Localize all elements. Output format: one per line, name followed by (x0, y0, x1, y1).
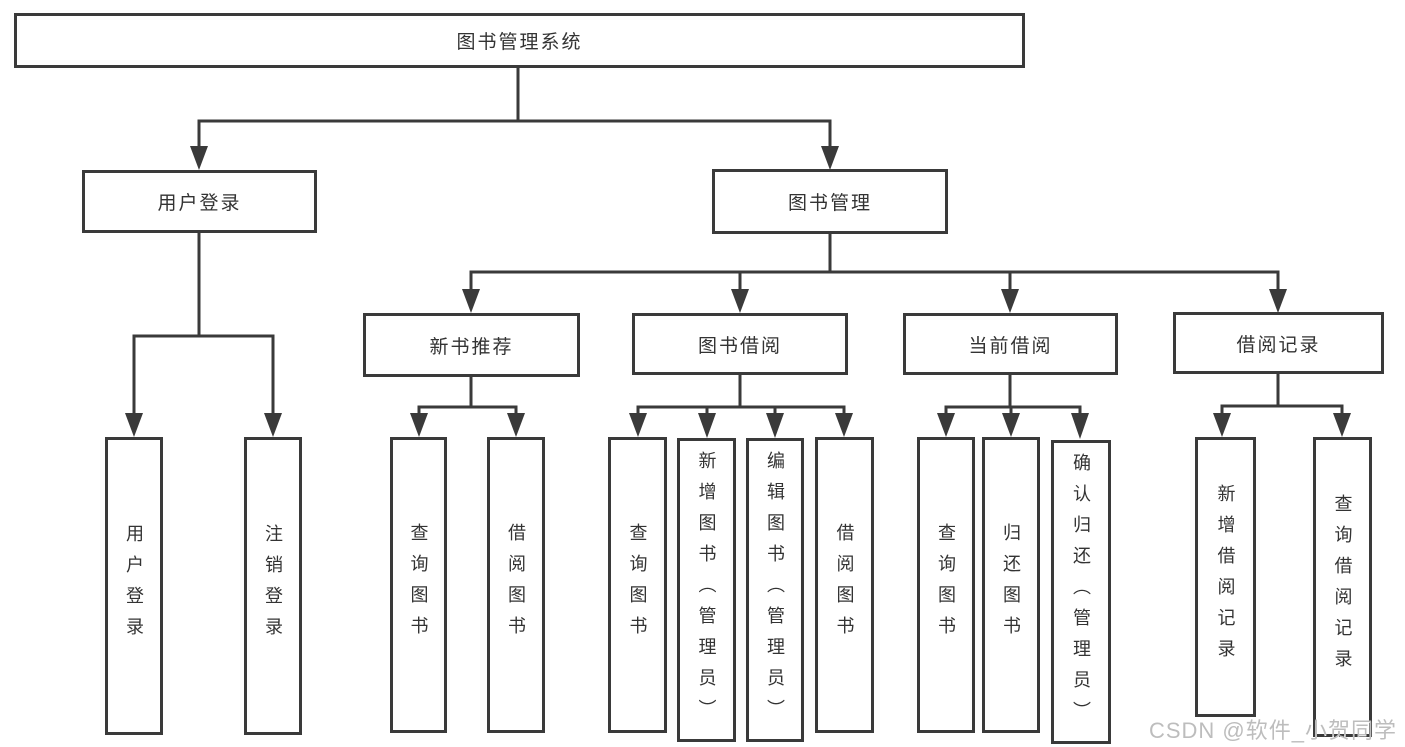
leaf-query-borrow-record: 查询借阅记录 (1313, 437, 1372, 737)
node-label: 新增图书（管理员） (696, 450, 717, 730)
watermark-text: CSDN @软件_小贺同学 (1148, 718, 1397, 743)
node-label: 借阅记录 (1236, 334, 1321, 356)
leaf-logout-login: 注销登录 (244, 437, 302, 735)
node-label: 借阅图书 (506, 523, 526, 647)
leaf-query-books-borrowing: 查询图书 (608, 437, 667, 733)
node-borrowing-records: 借阅记录 (1173, 312, 1384, 374)
leaf-user-login: 用户登录 (105, 437, 163, 735)
leaf-borrow-books-recommend: 借阅图书 (487, 437, 545, 733)
node-label: 借阅图书 (834, 523, 855, 647)
node-label: 编辑图书（管理员） (765, 450, 785, 730)
leaf-borrow-books-borrowing: 借阅图书 (815, 437, 874, 733)
leaf-confirm-return-admin: 确认归还（管理员） (1051, 440, 1111, 744)
arrowheads (125, 146, 1351, 439)
node-label: 图书借阅 (697, 335, 782, 357)
node-label: 确认归还（管理员） (1071, 452, 1091, 732)
node-book-borrowing: 图书借阅 (632, 313, 848, 375)
node-label: 新书推荐 (429, 336, 514, 358)
node-label: 归还图书 (1001, 523, 1021, 647)
node-label: 注销登录 (263, 524, 283, 648)
node-label: 查询图书 (936, 523, 956, 647)
node-label: 图书管理系统 (456, 32, 583, 53)
leaf-query-books-recommend: 查询图书 (390, 437, 447, 733)
node-label: 用户登录 (157, 193, 242, 214)
node-label: 查询借阅记录 (1332, 494, 1353, 680)
node-label: 当前借阅 (968, 335, 1053, 357)
node-label: 图书管理 (787, 193, 872, 214)
node-label: 新增借阅记录 (1215, 484, 1236, 670)
node-label: 用户登录 (124, 524, 144, 648)
node-user-login: 用户登录 (82, 170, 317, 233)
node-book-management-system: 图书管理系统 (14, 13, 1025, 68)
leaf-add-books-admin: 新增图书（管理员） (677, 438, 736, 742)
node-current-borrowing: 当前借阅 (903, 313, 1118, 375)
leaf-query-books-current: 查询图书 (917, 437, 975, 733)
node-new-book-recommendation: 新书推荐 (363, 313, 580, 377)
node-book-management: 图书管理 (712, 169, 948, 234)
node-label: 查询图书 (627, 523, 648, 647)
leaf-edit-books-admin: 编辑图书（管理员） (746, 438, 804, 742)
leaf-add-borrow-record: 新增借阅记录 (1195, 437, 1256, 717)
node-label: 查询图书 (408, 523, 429, 647)
leaf-return-books: 归还图书 (982, 437, 1040, 733)
